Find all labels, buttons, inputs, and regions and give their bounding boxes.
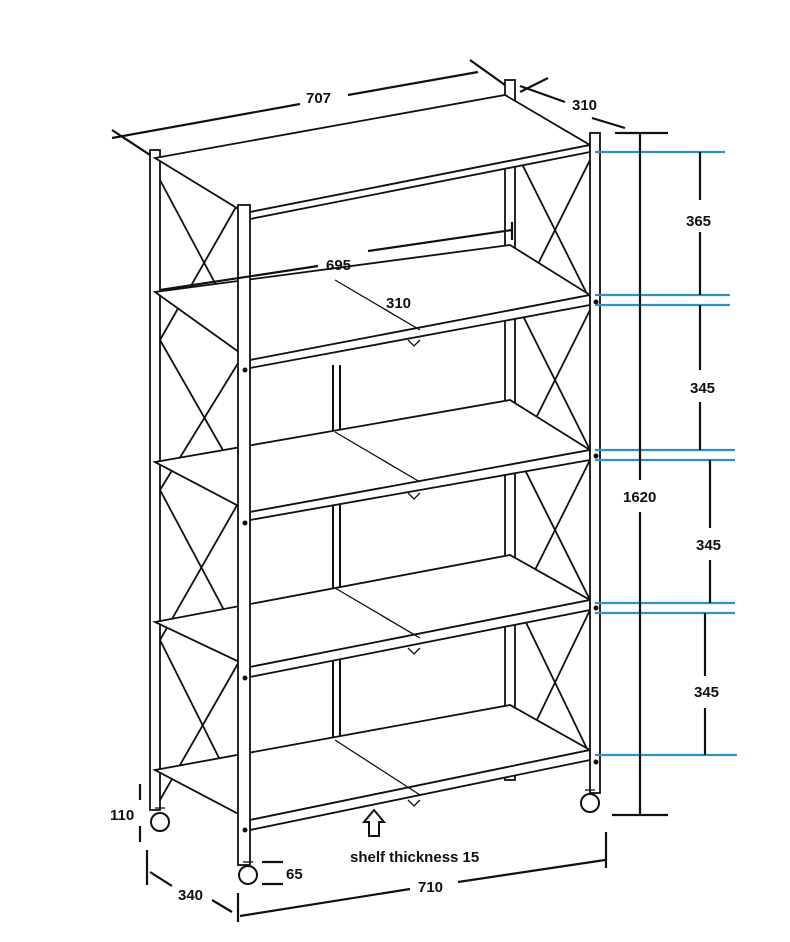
front-left-post	[237, 204, 251, 866]
wheel-front-left	[238, 861, 258, 885]
wheel-front-right	[580, 789, 600, 813]
label-shelf-thickness: shelf thickness 15	[350, 849, 479, 866]
label-inner-width: 695	[326, 257, 351, 274]
dim-base-depth	[145, 850, 233, 913]
label-height-2: 345	[690, 380, 715, 397]
shelf-2	[152, 244, 593, 370]
shelf-top	[152, 94, 593, 222]
label-base-depth: 340	[178, 887, 203, 904]
label-base-width: 710	[418, 879, 443, 896]
label-top-depth: 310	[572, 97, 597, 114]
dim-inner-width	[159, 222, 514, 292]
label-height-4: 345	[694, 684, 719, 701]
label-height-1: 365	[686, 213, 711, 230]
dim-wheel-height	[262, 860, 283, 886]
front-right-post	[589, 132, 601, 794]
label-inner-depth: 310	[386, 295, 411, 312]
shelf-3	[152, 399, 593, 522]
bolt-dots	[242, 299, 599, 833]
dim-base-width	[236, 832, 608, 922]
dim-top-width	[111, 59, 506, 156]
dim-total-height	[612, 131, 668, 817]
label-wheel-height: 65	[286, 866, 303, 883]
label-height-3: 345	[696, 537, 721, 554]
shelf-thickness-arrow	[361, 808, 387, 837]
label-total-height: 1620	[623, 489, 656, 506]
dim-top-depth	[519, 77, 626, 130]
label-top-width: 707	[306, 90, 331, 107]
back-left-post	[149, 149, 161, 811]
shelf-hinges	[407, 339, 421, 807]
level-markers	[595, 150, 737, 757]
dim-level-heights	[698, 152, 712, 755]
wheel-back-left	[150, 807, 170, 832]
label-bottom-clearance: 110	[110, 807, 134, 824]
shelf-4	[152, 554, 593, 679]
